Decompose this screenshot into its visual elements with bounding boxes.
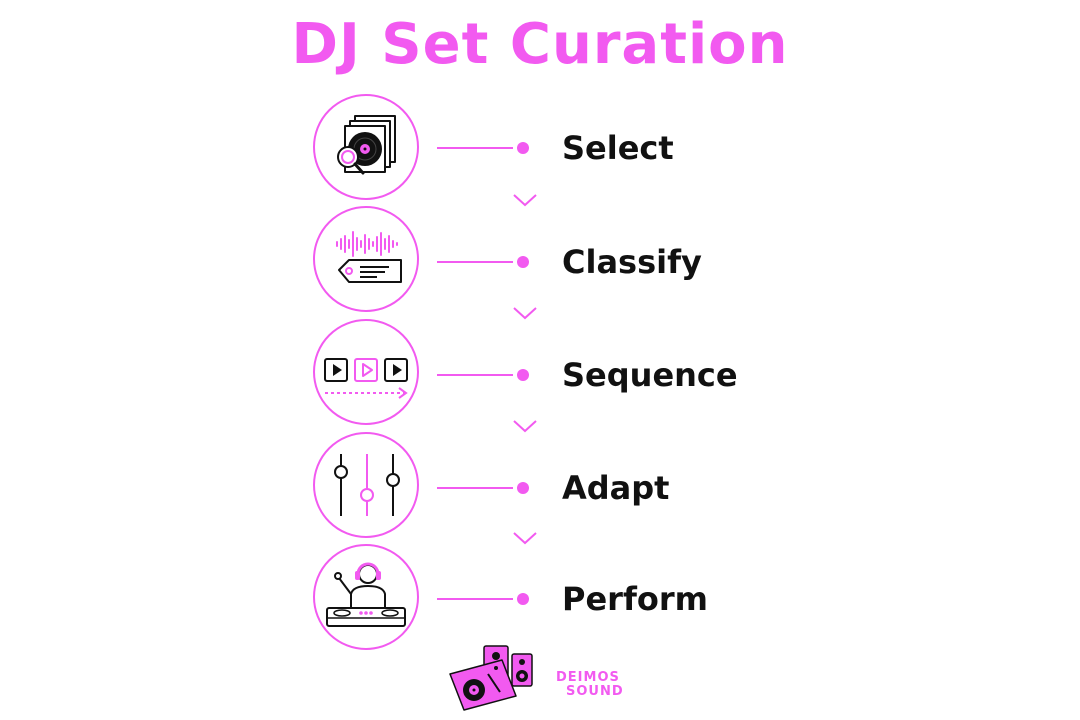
connector-dot <box>517 256 529 268</box>
mixer-sliders-icon <box>334 454 400 516</box>
connector-dot <box>517 142 529 154</box>
step-label-adapt: Adapt <box>562 469 670 507</box>
page-title: DJ Set Curation <box>291 12 789 77</box>
step-icon-circle-adapt <box>313 432 419 538</box>
step-label-sequence: Sequence <box>562 356 738 394</box>
connector-line <box>437 147 513 149</box>
chevron-down-icon <box>513 420 537 433</box>
step-label-perform: Perform <box>562 580 708 618</box>
play-sequence-icon <box>324 358 408 399</box>
connector-line <box>437 487 513 489</box>
brand-name-line1: DEIMOS <box>556 670 620 685</box>
brand-name-line2: SOUND <box>566 684 624 699</box>
connector-dot <box>517 369 529 381</box>
step-icon-circle-sequence <box>313 319 419 425</box>
chevron-down-icon <box>513 532 537 545</box>
step-icon-circle-classify <box>313 206 419 312</box>
step-label-classify: Classify <box>562 243 702 281</box>
waveform-tag-icon <box>336 231 402 283</box>
connector-dot <box>517 482 529 494</box>
vinyl-record-search-icon <box>337 115 396 175</box>
connector-line <box>437 598 513 600</box>
connector-line <box>437 374 513 376</box>
chevron-down-icon <box>513 307 537 320</box>
dj-at-turntables-icon <box>326 562 406 627</box>
connector-line <box>437 261 513 263</box>
connector-dot <box>517 593 529 605</box>
step-icon-circle-select <box>313 94 419 200</box>
step-icon-circle-perform <box>313 544 419 650</box>
chevron-down-icon <box>513 194 537 207</box>
step-label-select: Select <box>562 129 674 167</box>
speakers-turntable-logo-icon <box>449 645 533 711</box>
